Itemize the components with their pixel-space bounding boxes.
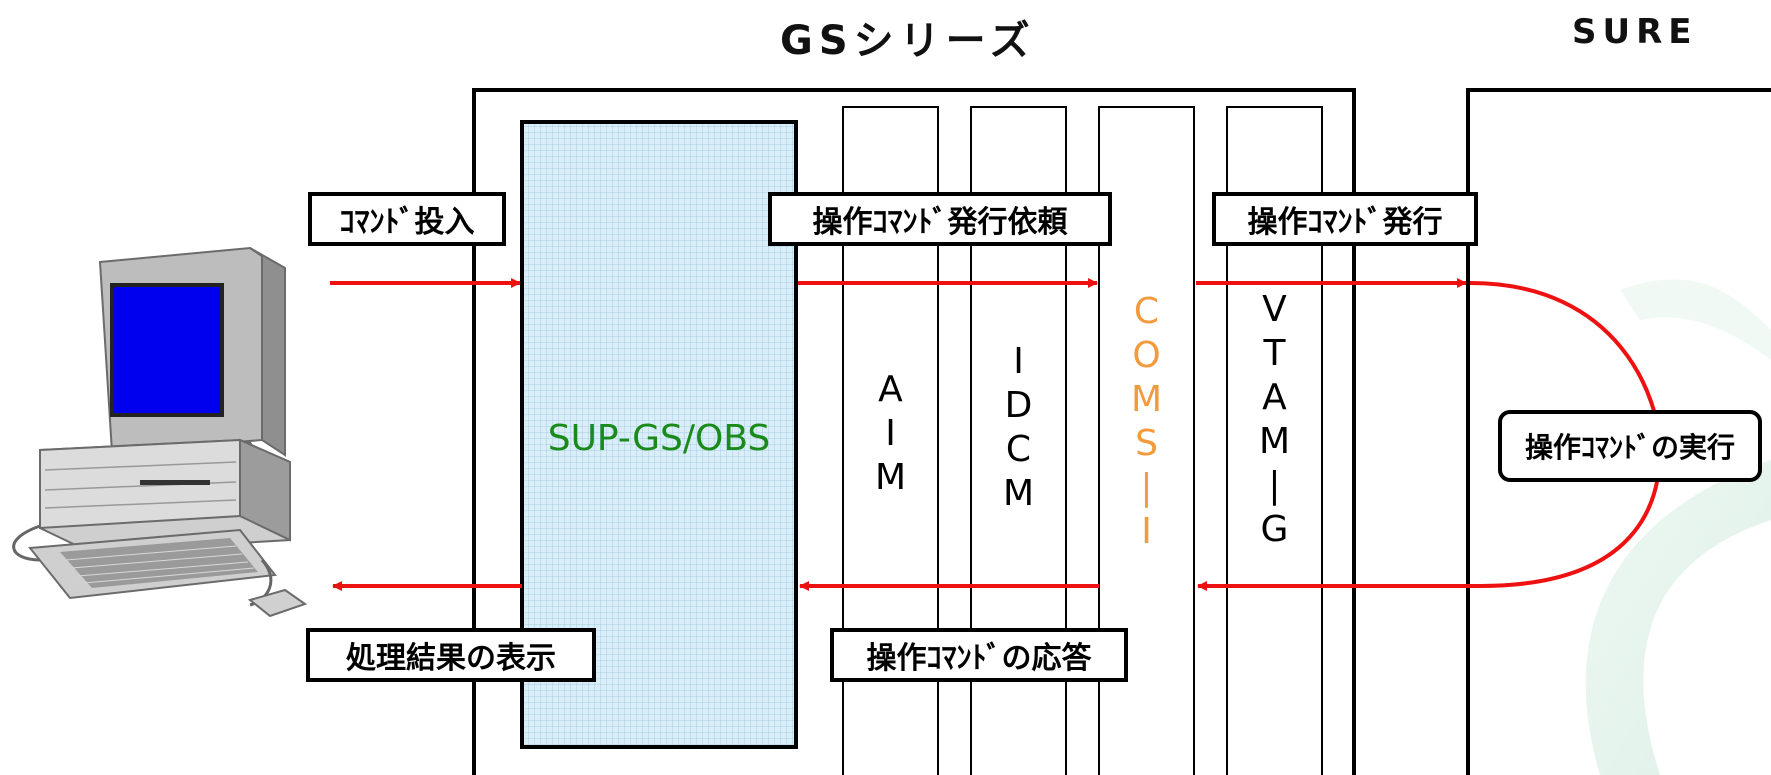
gs-series-title: GSシリーズ	[780, 18, 1036, 64]
aim-letter: A	[878, 369, 903, 410]
label-op-command-issue-request: 操作ｺﾏﾝﾄﾞ発行依頼	[768, 192, 1112, 246]
coms-letter: O	[1132, 335, 1161, 376]
coms-letter: M	[1130, 379, 1163, 420]
coms-letter: I	[1141, 511, 1152, 552]
label-op-command-issue: 操作ｺﾏﾝﾄﾞ発行	[1212, 192, 1478, 246]
label-op-command-execute: 操作ｺﾏﾝﾄﾞの実行	[1498, 410, 1762, 482]
idcm-label: I D C M	[971, 340, 1066, 516]
label-command-input: ｺﾏﾝﾄﾞ投入	[308, 192, 506, 246]
vtam-letter: |	[1268, 465, 1281, 506]
vtam-letter: T	[1263, 333, 1286, 374]
aim-letter: M	[874, 457, 907, 498]
sup-gs-obs-label: SUP-GS/OBS	[547, 418, 771, 459]
label-op-command-response: 操作ｺﾏﾝﾄﾞの応答	[830, 628, 1128, 682]
idcm-letter: I	[1013, 341, 1024, 382]
vtam-letter: V	[1262, 289, 1287, 330]
vtam-letter: A	[1262, 377, 1287, 418]
coms-letter: |	[1140, 467, 1153, 508]
label-result-display: 処理結果の表示	[306, 628, 596, 682]
background-swirl	[1585, 279, 1771, 775]
vtam-letter: M	[1258, 421, 1291, 462]
gs-series-frame	[472, 88, 1356, 775]
sure-frame	[1466, 88, 1771, 775]
computer-icon	[12, 246, 308, 618]
aim-letter: I	[885, 413, 896, 454]
idcm-letter: C	[1005, 429, 1032, 470]
sure-title: SURE	[1572, 12, 1698, 52]
vtam-label: V T A M | G	[1227, 288, 1322, 552]
aim-label: A I M	[843, 368, 938, 500]
coms-letter: C	[1133, 291, 1160, 332]
coms-label: C O M S | I	[1099, 290, 1194, 554]
coms-letter: S	[1135, 423, 1158, 464]
vtam-letter: G	[1260, 509, 1289, 550]
idcm-letter: M	[1002, 473, 1035, 514]
idcm-letter: D	[1004, 385, 1033, 426]
